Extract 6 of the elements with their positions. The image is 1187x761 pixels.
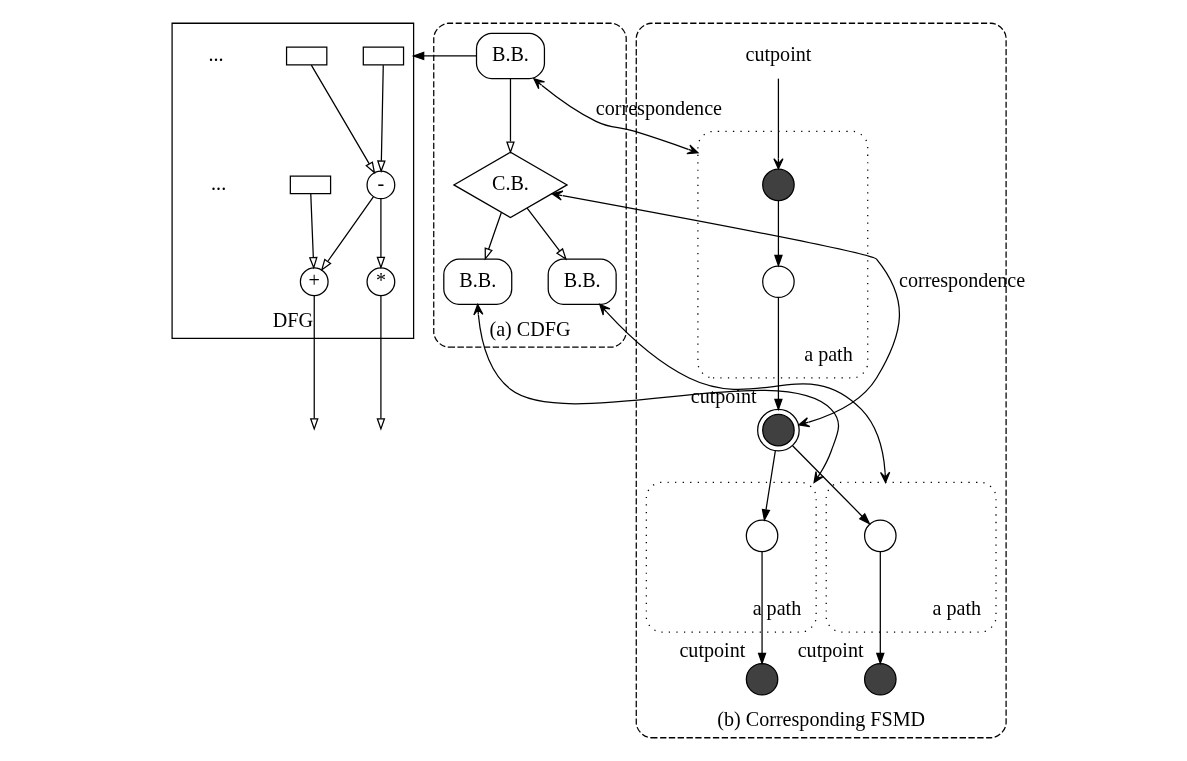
label: ... [208,42,224,65]
label: ... [211,171,227,194]
edge-label: correspondence [898,268,1026,291]
node-text: cutpoint [745,42,812,65]
node-label: cutpoint [797,638,864,661]
node-label: cutpoint [679,638,746,661]
